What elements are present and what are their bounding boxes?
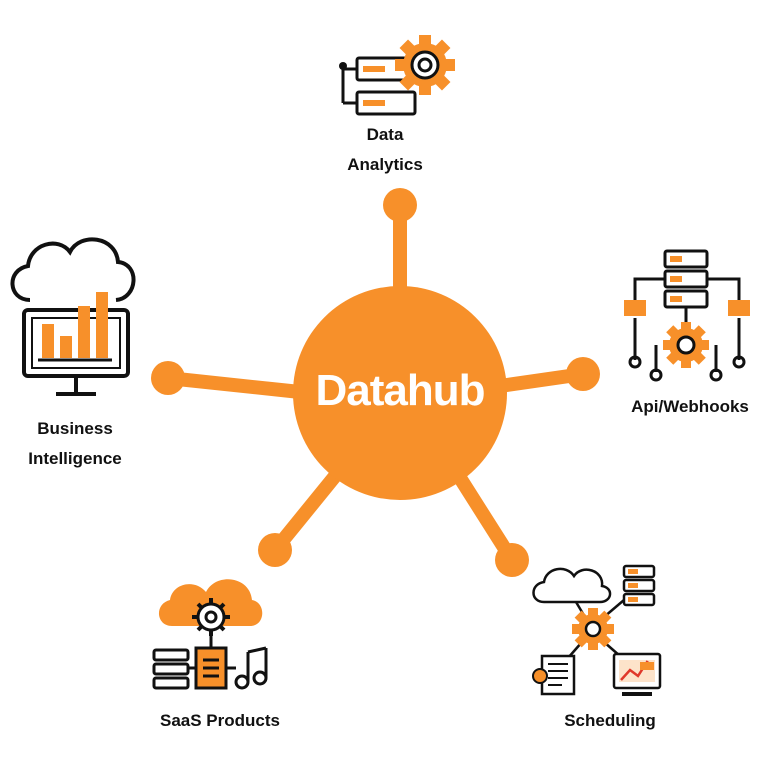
label-line: Analytics xyxy=(347,155,423,174)
cloud-server-document-gear-icon xyxy=(532,564,662,696)
dot-data-analytics xyxy=(383,188,417,222)
cloud-monitor-chart-icon xyxy=(10,237,136,396)
label-line: SaaS Products xyxy=(160,711,280,730)
label-business-intelligence: Business Intelligence xyxy=(10,414,140,474)
spoke-business-intelligence xyxy=(161,371,307,399)
spoke-saas-products xyxy=(268,463,347,557)
server-gear-icon xyxy=(339,35,455,116)
cloud-gear-services-icon xyxy=(152,579,268,690)
spoke-scheduling xyxy=(448,463,519,567)
label-api-webhooks: Api/Webhooks xyxy=(620,392,760,422)
label-line: Data xyxy=(366,125,404,144)
label-saas-products: SaaS Products xyxy=(140,706,300,736)
dot-api-webhooks xyxy=(566,357,600,391)
label-line: Api/Webhooks xyxy=(631,397,749,416)
hub-label: Datahub xyxy=(315,366,486,415)
label-line: Scheduling xyxy=(564,711,656,730)
dot-saas-products xyxy=(258,533,292,567)
label-scheduling: Scheduling xyxy=(540,706,680,736)
label-line: Intelligence xyxy=(28,449,122,468)
label-data-analytics: Data Analytics xyxy=(320,120,450,180)
dot-scheduling xyxy=(495,543,529,577)
spoke-dots xyxy=(151,188,600,577)
server-network-gear-icon xyxy=(624,249,750,382)
dot-business-intelligence xyxy=(151,361,185,395)
hub-circle xyxy=(293,286,507,500)
label-line: Business xyxy=(37,419,113,438)
